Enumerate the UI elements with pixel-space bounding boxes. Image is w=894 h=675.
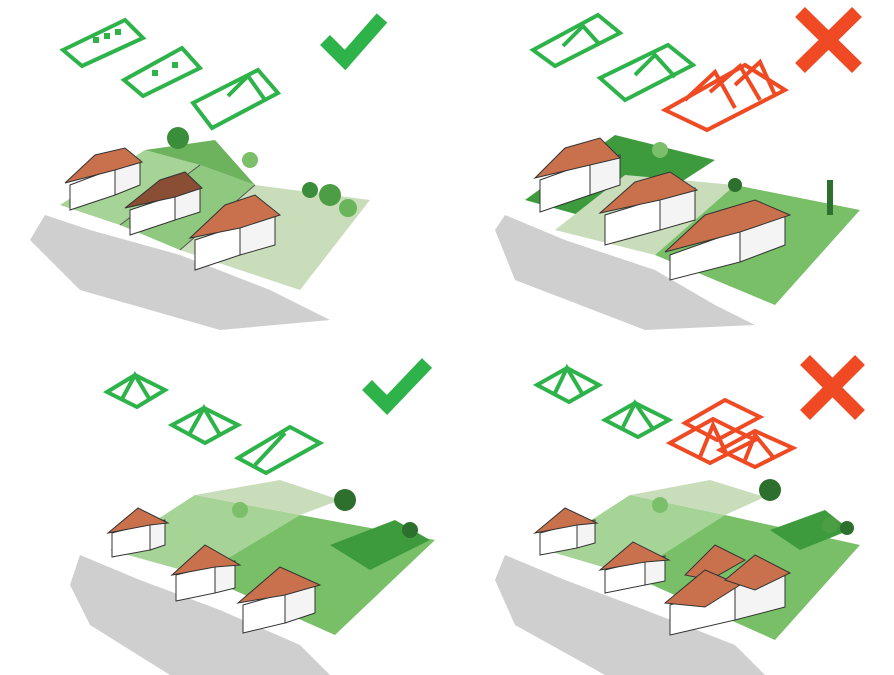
panel-4-illustration	[455, 345, 894, 675]
tree	[242, 152, 258, 168]
roof-outline-icon	[680, 397, 765, 443]
roof-icons-good	[529, 12, 697, 103]
lot-back	[630, 480, 765, 515]
house-hip-large	[663, 544, 792, 636]
street	[495, 215, 755, 330]
house-gable-large-3	[664, 199, 792, 281]
roof-outline-icon	[715, 428, 798, 470]
house-gable-2	[124, 171, 203, 236]
lot-back	[195, 480, 340, 515]
panel-hip-appropriate	[0, 345, 440, 675]
cross-icon	[800, 355, 865, 420]
roof-outline-icon	[596, 42, 697, 103]
roof-icons-good	[532, 363, 674, 440]
street	[70, 555, 330, 675]
check-icon	[320, 13, 388, 71]
tree	[334, 489, 356, 511]
house-gable-large-1	[533, 137, 621, 213]
check-icon	[362, 358, 433, 416]
tree	[728, 178, 742, 192]
roof-outline-icon	[189, 67, 282, 131]
house-hip-2	[170, 544, 242, 602]
tree	[840, 521, 854, 535]
roof-icons-good	[102, 370, 325, 476]
panel-gable-oversized	[455, 0, 894, 330]
roof-outline-icon	[532, 365, 604, 405]
roof-outline-icon	[529, 12, 624, 69]
roof-outline-icon	[167, 405, 243, 446]
roof-outline-icon	[59, 17, 147, 69]
roof-icons-good	[59, 17, 282, 131]
house-gable-large-2	[598, 171, 699, 246]
roof-icons-bad	[660, 58, 790, 133]
tree	[339, 199, 357, 217]
house-gable-1	[64, 147, 144, 211]
panel-3-illustration	[0, 345, 440, 675]
roof-icons-bad	[665, 397, 798, 470]
tree	[402, 522, 418, 538]
cross-icon	[795, 7, 862, 73]
tree	[652, 497, 668, 513]
house-hip-medium	[598, 541, 671, 594]
tree	[167, 127, 189, 149]
house-gable-3	[188, 194, 282, 271]
panel-hip-oversized	[455, 345, 894, 675]
roof-outline-icon	[600, 400, 674, 440]
lot-back	[145, 140, 255, 185]
lot-1	[545, 495, 725, 575]
lot-1	[110, 495, 300, 575]
panel-2-illustration	[455, 0, 894, 330]
tree	[827, 180, 833, 215]
tree	[759, 479, 781, 501]
tree	[652, 142, 668, 158]
panel-gable-appropriate	[0, 0, 430, 330]
tree	[232, 502, 248, 518]
roof-outline-icon	[102, 372, 170, 410]
tree	[822, 517, 838, 533]
house-hip-1	[106, 507, 170, 558]
house-hip-3	[236, 566, 322, 634]
street	[30, 215, 330, 330]
tree	[302, 182, 318, 198]
street	[495, 555, 765, 675]
panel-1-illustration	[0, 0, 430, 330]
house-hip-small	[533, 507, 599, 556]
roof-outline-icon	[120, 45, 204, 99]
tree	[319, 184, 341, 206]
roof-outline-icon	[233, 424, 325, 476]
